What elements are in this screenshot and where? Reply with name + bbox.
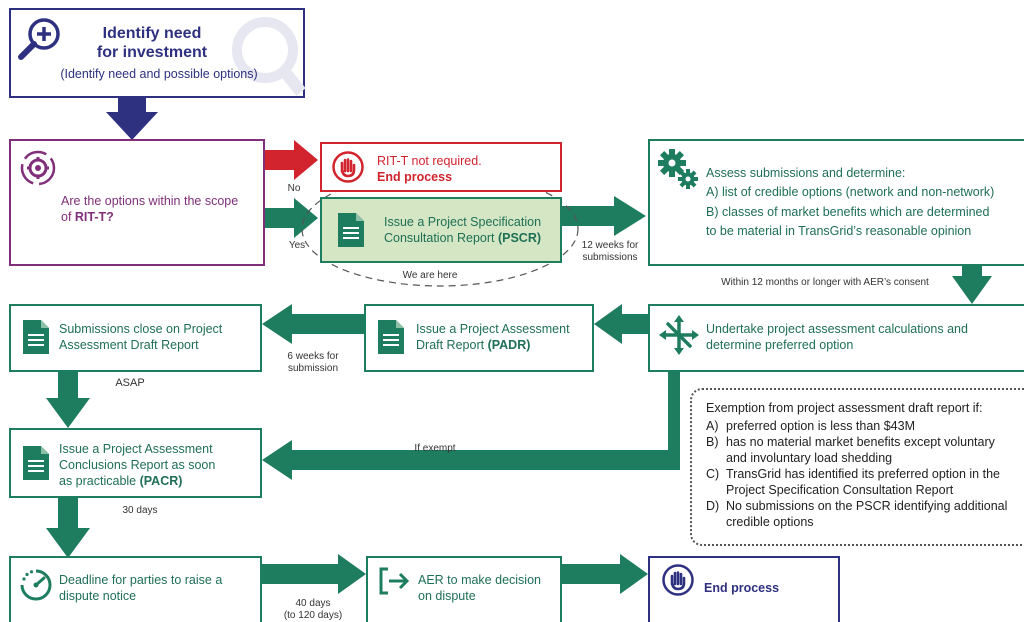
end-process-box: End process	[648, 556, 840, 622]
label-6-weeks-line1: 6 weeks for	[287, 351, 339, 362]
we-are-here-label: We are here	[402, 270, 458, 281]
not-required-line2: End process	[377, 170, 453, 184]
pacr-text-bold: (PACR)	[139, 474, 183, 488]
identify-subtitle: (Identify need and possible options)	[60, 67, 258, 81]
padr-text: Issue a Project Assessment Draft Report …	[416, 321, 588, 353]
identify-title-line1: Identify need	[102, 25, 202, 42]
arrow-pscr-to-assess	[562, 196, 646, 236]
arrow-assess-to-undertake	[952, 265, 992, 304]
assess-item-a: A) list of credible options (network and…	[706, 185, 995, 199]
submissions-close-text: Submissions close on Project Assessment …	[59, 322, 223, 352]
arrow-submissions-to-pacr	[46, 372, 90, 428]
pscr-text-main: Issue a Project Specification Consultati…	[384, 215, 542, 245]
exemption-item-key: D)	[706, 499, 720, 513]
label-yes: Yes	[288, 240, 306, 251]
scope-question-text: Are the options within the scope of RIT-…	[61, 193, 251, 225]
expand-arrows-icon	[659, 315, 699, 355]
not-required-line1: RIT-T not required.	[377, 154, 482, 168]
arrow-pacr-to-deadline	[46, 498, 90, 558]
arrow-if-exempt	[262, 372, 680, 480]
padr-text-main: Issue a Project Assessment Draft Report	[416, 322, 570, 352]
exemption-box: Exemption from project assessment draft …	[690, 388, 1024, 546]
exemption-item-key: A)	[706, 419, 719, 433]
scope-question-box: Are the options within the scope of RIT-…	[9, 139, 265, 266]
exemption-heading: Exemption from project assessment draft …	[706, 401, 983, 415]
not-required-box: RIT-T not required. End process	[320, 142, 562, 192]
exemption-item: C) TransGrid has identified its preferred…	[706, 466, 1016, 498]
exit-arrow-icon	[379, 567, 410, 595]
stop-hand-icon	[662, 564, 694, 596]
assess-heading: Assess submissions and determine:	[706, 166, 906, 180]
padr-text-bold: (PADR)	[487, 338, 531, 352]
label-12-weeks-line2: submissions	[582, 252, 638, 263]
arrow-identify-to-scope	[106, 98, 158, 140]
undertake-text: Undertake project assessment calculation…	[706, 322, 968, 352]
pscr-box: Issue a Project Specification Consultati…	[320, 197, 562, 263]
deadline-text: Deadline for parties to raise a dispute …	[59, 573, 223, 603]
scope-question-bold: RIT-T?	[74, 210, 114, 224]
exemption-item-text: preferred option is less than $43M	[726, 419, 915, 433]
document-icon	[378, 320, 404, 354]
arrow-no-to-not-required	[265, 140, 318, 180]
pacr-text-main: Issue a Project Assessment Conclusions R…	[59, 442, 216, 488]
document-icon	[23, 320, 49, 354]
exemption-item-key: B)	[706, 435, 719, 449]
exemption-item: A) preferred option is less than $43M	[706, 418, 1016, 434]
exemption-item: D) No submissions on the PSCR identifying…	[706, 498, 1016, 530]
label-30-days: 30 days	[122, 505, 158, 516]
aer-box: AER to make decision on dispute	[366, 556, 562, 622]
undertake-assessment-box: Undertake project assessment calculation…	[648, 304, 1024, 372]
exemption-list: A) preferred option is less than $43M B) h…	[706, 418, 1016, 530]
pscr-text-bold: (PSCR)	[497, 231, 542, 245]
pacr-box: Issue a Project Assessment Conclusions R…	[9, 428, 262, 498]
identify-title-line2: for investment	[96, 44, 208, 61]
label-if-exempt: If exempt	[414, 443, 456, 454]
exemption-item: B) has no material market benefits except…	[706, 434, 1016, 466]
timer-icon	[20, 569, 52, 601]
arrow-aer-to-end	[562, 554, 648, 594]
label-40-days-line1: 40 days	[295, 598, 331, 609]
magnifier-plus-icon	[18, 18, 60, 60]
end-process-text: End process	[704, 581, 780, 595]
label-40-days-line2: (to 120 days)	[283, 610, 343, 621]
label-12-weeks-line1: 12 weeks for	[581, 240, 639, 251]
document-icon	[23, 446, 49, 480]
arrow-padr-to-submissions	[262, 304, 364, 344]
arrow-deadline-to-aer	[262, 554, 366, 594]
gears-icon	[658, 149, 698, 189]
stop-hand-icon	[332, 151, 364, 183]
assess-submissions-box: Assess submissions and determine: A) lis…	[648, 139, 1024, 266]
pacr-text: Issue a Project Assessment Conclusions R…	[59, 441, 219, 489]
scope-question: Are the options within the scope of	[61, 194, 239, 224]
arrow-yes-to-pscr	[265, 198, 318, 238]
exemption-item-text: has no material market benefits except v…	[726, 435, 995, 465]
arrow-undertake-to-padr	[594, 304, 648, 344]
deadline-box: Deadline for parties to raise a dispute …	[9, 556, 262, 622]
document-icon	[338, 213, 364, 247]
assess-item-b1: B) classes of market benefits which are …	[706, 205, 990, 219]
we-are-here-ellipse	[301, 171, 579, 287]
pscr-text: Issue a Project Specification Consultati…	[384, 214, 556, 246]
submissions-close-box: Submissions close on Project Assessment …	[9, 304, 262, 372]
exemption-item-key: C)	[706, 467, 720, 481]
assess-item-b2: to be material in TransGrid’s reasonable…	[706, 224, 972, 238]
label-6-weeks-line2: submission	[287, 363, 339, 374]
label-within-12-months: Within 12 months or longer with AER’s co…	[721, 277, 929, 288]
magnifier-watermark-icon	[232, 17, 305, 96]
identify-need-box: Identify need for investment (Identify n…	[9, 8, 305, 98]
exemption-item-text: No submissions on the PSCR identifying a…	[726, 499, 1008, 529]
padr-box: Issue a Project Assessment Draft Report …	[364, 304, 594, 372]
exemption-item-text: TransGrid has identified its preferred o…	[726, 467, 1000, 497]
gear-cycle-icon	[20, 150, 56, 186]
label-asap: ASAP	[115, 377, 145, 389]
aer-text: AER to make decision on dispute	[418, 573, 541, 603]
label-no: No	[287, 183, 301, 194]
